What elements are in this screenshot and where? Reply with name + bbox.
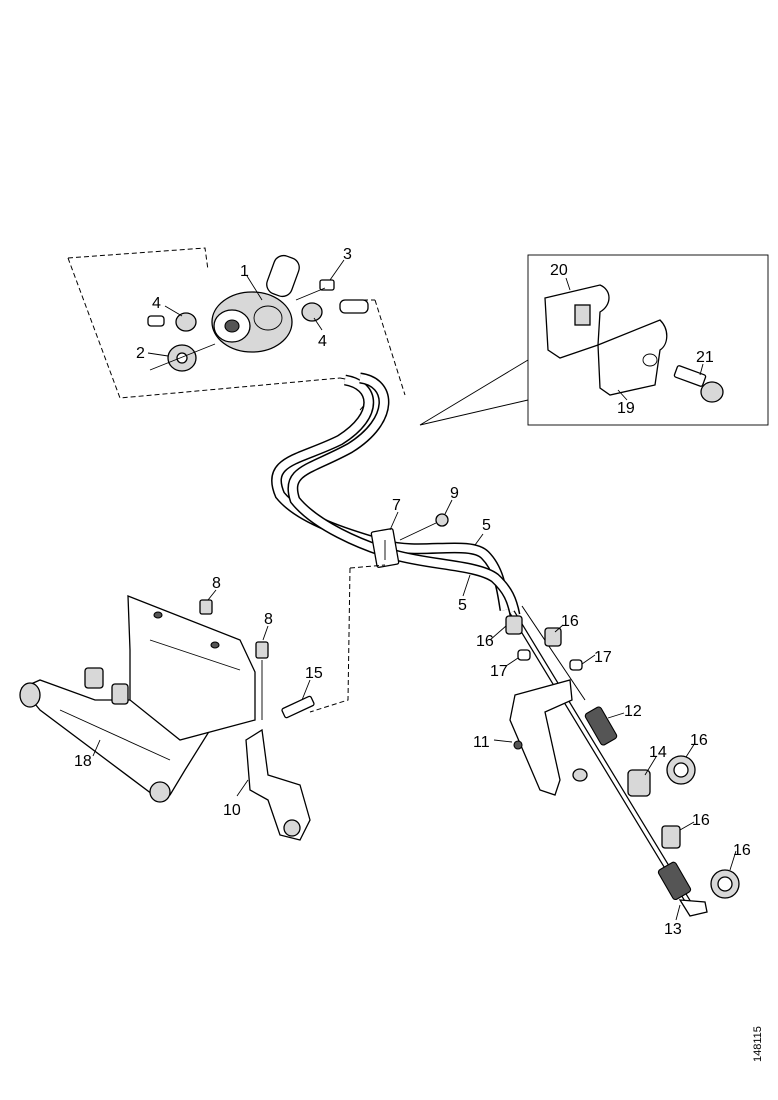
callout-16-d: 16 <box>692 812 710 829</box>
bolt-part-21 <box>673 365 707 387</box>
callout-21: 21 <box>696 349 714 366</box>
callout-18: 18 <box>74 753 92 770</box>
bolt-part-15 <box>281 695 315 719</box>
callout-17-a: 17 <box>490 663 508 680</box>
detail-inset <box>419 254 769 426</box>
mounting-plate <box>127 595 256 741</box>
nut-part-9 <box>435 513 449 527</box>
frame-assembly <box>19 595 315 841</box>
callout-2: 2 <box>136 345 145 362</box>
callout-7: 7 <box>392 497 401 514</box>
callout-14: 14 <box>649 744 667 761</box>
callout-13: 13 <box>664 921 682 938</box>
callout-20: 20 <box>550 262 568 279</box>
bracket-part-11 <box>509 679 573 796</box>
nut-part-4-right <box>301 302 323 322</box>
pump-reservoir <box>266 254 300 298</box>
callout-19: 19 <box>617 400 635 417</box>
callout-16-c: 16 <box>690 732 708 749</box>
fitting-part-14 <box>627 769 651 797</box>
callout-5-lower: 5 <box>458 597 467 614</box>
callout-3: 3 <box>343 246 352 263</box>
callout-8-right: 8 <box>264 611 273 628</box>
fitting-part-12 <box>584 706 618 746</box>
callout-11: 11 <box>473 734 490 751</box>
callout-8-left: 8 <box>212 575 221 592</box>
bracket-part-10 <box>245 728 311 841</box>
grommet-part-16b <box>544 627 562 647</box>
bolt-part-8-right <box>255 641 269 659</box>
bolt-part-3 <box>319 279 335 291</box>
fitting-part-13 <box>657 861 692 901</box>
callout-labels: 1 2 3 4 4 5 5 7 8 8 9 10 11 12 13 14 15 … <box>74 246 751 938</box>
bolt-part-8-left <box>199 599 213 615</box>
nut-part-4-left <box>175 312 197 332</box>
callout-5-upper: 5 <box>482 517 491 534</box>
callout-10: 10 <box>223 802 241 819</box>
leader-lines <box>92 259 737 921</box>
callout-12: 12 <box>624 703 642 720</box>
callout-17-b: 17 <box>594 649 612 666</box>
callout-4-left: 4 <box>152 295 161 312</box>
grommet-part-16d <box>661 825 681 849</box>
grommet-part-16a <box>505 615 523 635</box>
hose-assembly <box>271 372 521 713</box>
fittings-assembly <box>505 605 740 917</box>
clip-part-19 <box>597 319 668 396</box>
figure-id-label: 148115 <box>752 1026 764 1062</box>
callout-15: 15 <box>305 665 323 682</box>
sleeve-part-17b <box>569 659 583 671</box>
callout-4-right: 4 <box>318 333 327 350</box>
callout-9: 9 <box>450 485 459 502</box>
pump-assembly-group <box>67 247 406 411</box>
callout-16-b: 16 <box>561 613 579 630</box>
callout-16-a: 16 <box>476 633 494 650</box>
callout-16-e: 16 <box>733 842 751 859</box>
callout-1: 1 <box>240 263 249 280</box>
sleeve-part-17a <box>517 649 531 661</box>
